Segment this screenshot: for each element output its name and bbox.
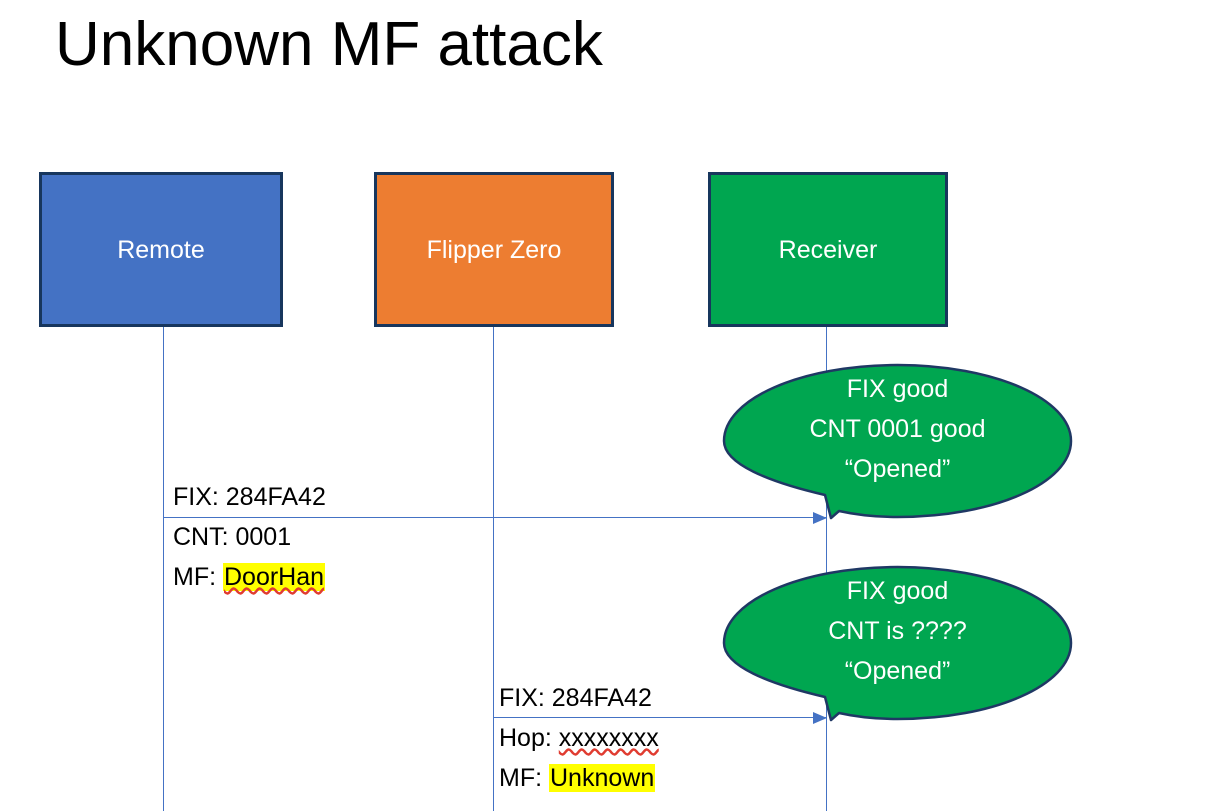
- actor-box-flipper[interactable]: Flipper Zero: [374, 172, 614, 327]
- message-1-line-3-value: DoorHan: [223, 563, 326, 591]
- message-arrow-flipper-to-receiver: [494, 712, 827, 724]
- lifeline-flipper: [493, 327, 494, 811]
- speech-bubble-shape-2: [722, 565, 1073, 722]
- message-1-line-1: FIX: 284FA42: [173, 483, 326, 511]
- message-2-line-2-prefix: Hop:: [499, 724, 559, 752]
- actor-box-remote[interactable]: Remote: [39, 172, 283, 327]
- lifeline-remote: [163, 327, 164, 811]
- message-1-body: CNT: 0001 MF: DoorHan: [173, 517, 326, 597]
- message-1-line-2: CNT: 0001: [173, 523, 292, 551]
- speech-bubble-receiver-2: FIX good CNT is ???? “Opened”: [722, 565, 1073, 722]
- lifeline-receiver: [826, 327, 827, 811]
- message-2-line-2-value: xxxxxxxx: [558, 724, 659, 752]
- actor-label-flipper: Flipper Zero: [426, 235, 562, 264]
- message-1-line-3-prefix: MF:: [173, 563, 223, 591]
- message-2-line-2: Hop: xxxxxxxx: [499, 718, 659, 758]
- message-2-line-3: MF: Unknown: [499, 758, 659, 798]
- message-2-line-3-prefix: MF:: [499, 764, 549, 792]
- speech-bubble-shape-1: [722, 363, 1073, 520]
- speech-bubble-receiver-1: FIX good CNT 0001 good “Opened”: [722, 363, 1073, 520]
- message-2-body: Hop: xxxxxxxx MF: Unknown: [499, 718, 659, 798]
- actor-label-remote: Remote: [117, 235, 205, 264]
- actor-box-receiver[interactable]: Receiver: [708, 172, 948, 327]
- message-arrow-remote-to-receiver: [164, 512, 827, 524]
- actor-label-receiver: Receiver: [778, 235, 878, 264]
- message-1-line-3: MF: DoorHan: [173, 557, 326, 597]
- message-2-line-3-value: Unknown: [549, 764, 656, 792]
- page-title: Unknown MF attack: [55, 10, 603, 79]
- message-2-line-1: FIX: 284FA42: [499, 684, 652, 712]
